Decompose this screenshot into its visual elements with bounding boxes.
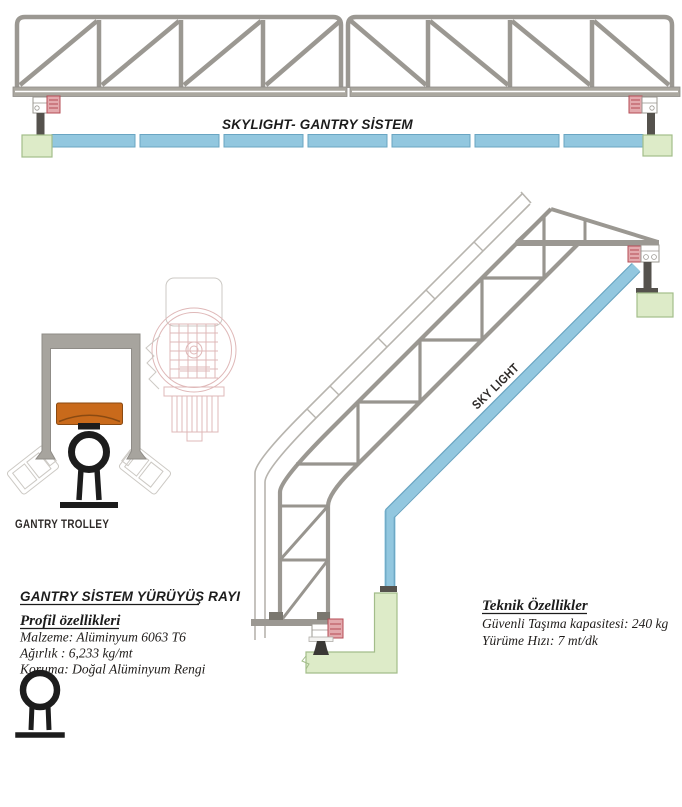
rail-profile-section-detail bbox=[60, 423, 118, 508]
trolley-elevation-upper bbox=[627, 244, 674, 318]
tech-spec-text: Teknik Özellikler Güvenli Taşıma kapasit… bbox=[482, 597, 668, 648]
motor-ribs bbox=[171, 395, 219, 433]
rail-spec-text: GANTRY SİSTEM YÜRÜYÜŞ RAYI Profil özelli… bbox=[19, 589, 240, 677]
truss-web-steps bbox=[296, 216, 546, 466]
rail-profile-glyph bbox=[15, 669, 65, 738]
plan-title: SKYLIGHT- GANTRY SİSTEM bbox=[222, 117, 413, 132]
motor-fan-grid bbox=[169, 323, 218, 379]
tech-spec-heading: Teknik Özellikler bbox=[482, 597, 588, 614]
rail-spec-heading: GANTRY SİSTEM YÜRÜYÜŞ RAYI bbox=[20, 589, 240, 604]
elevation-bottom-chord bbox=[251, 619, 333, 626]
trolley-detail-label: GANTRY TROLLEY bbox=[15, 518, 109, 531]
truss-web-bottom bbox=[278, 504, 330, 623]
wheel-assembly-ghost-left bbox=[6, 445, 60, 495]
tech-spec-speed: Yürüme Hızı: 7 mt/dk bbox=[482, 633, 599, 648]
tech-spec-capacity: Güvenli Taşıma kapasitesi: 240 kg bbox=[482, 616, 668, 631]
skylight-band-diagonal bbox=[384, 263, 641, 591]
band-base-cap bbox=[380, 586, 397, 592]
rail-spec-subheading: Profil özellikleri bbox=[20, 613, 121, 629]
trolley-elevation-lower bbox=[308, 618, 344, 655]
rail-spec-material: Malzeme: Alüminyum 6063 T6 bbox=[19, 630, 186, 645]
rail-spec-weight: Ağırlık : 6,233 kg/mt bbox=[19, 646, 134, 661]
wheel-assembly-ghost-right bbox=[118, 445, 172, 495]
top-view-truss-right bbox=[345, 14, 681, 97]
rail-spec-finish: Koruma: Doğal Alüminyum Rengi bbox=[19, 662, 206, 677]
skylight-band-top bbox=[51, 134, 644, 148]
base-block-left bbox=[21, 134, 53, 158]
rail-channel-section bbox=[35, 333, 147, 460]
motor-ghost-top-view bbox=[145, 277, 237, 442]
trolley-top-right bbox=[628, 95, 658, 135]
base-block-right bbox=[642, 134, 673, 157]
top-view-truss-left bbox=[12, 14, 348, 97]
pedestal-green bbox=[305, 592, 398, 674]
elevation-view: SKY LIGHT bbox=[251, 191, 674, 674]
trolley-top-left bbox=[32, 95, 61, 135]
glazing-ties bbox=[306, 241, 484, 419]
trolley-wheel-orange bbox=[56, 402, 123, 425]
